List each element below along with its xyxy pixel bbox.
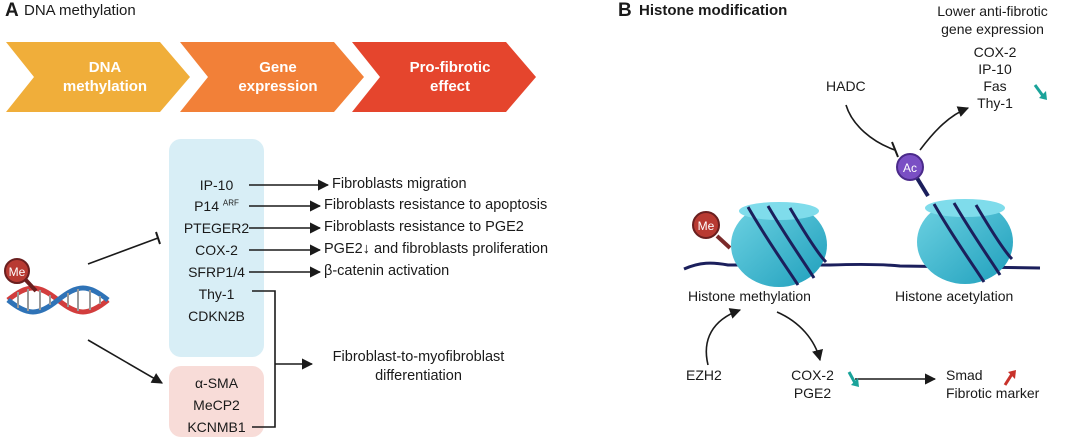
- flow-step-pro-fibrotic-effect: [352, 42, 536, 112]
- down-arrow-icon-cox2: [847, 371, 859, 387]
- flow-step-gene-expression: [180, 42, 364, 112]
- hadc-label: HADC: [826, 78, 866, 94]
- gene-p14: P14 ARF: [194, 198, 239, 214]
- methyl-group-icon-a: Me: [4, 258, 30, 284]
- lower-gene-list: COX-2 IP-10 Fas Thy-1: [973, 44, 1017, 111]
- effect-pge2-resistance: Fibroblasts resistance to PGE2: [324, 219, 524, 235]
- gene-cox2: COX-2: [195, 242, 238, 258]
- gene-cdkn2b: CDKN2B: [188, 308, 245, 324]
- acetyl-group-icon: Ac: [896, 153, 924, 181]
- svg-text:Ac: Ac: [903, 161, 917, 175]
- ezh2-label: EZH2: [686, 367, 722, 383]
- p14-superscript: ARF: [222, 198, 239, 208]
- nucleosome-methylated-icon: [715, 202, 828, 287]
- gene-pteger2: PTEGER2: [183, 220, 250, 236]
- effect-apoptosis-resistance: Fibroblasts resistance to apoptosis: [324, 197, 548, 213]
- gene-sfrp14: SFRP1/4: [188, 264, 245, 280]
- gene-mecp2: MeCP2: [193, 397, 240, 413]
- hypomethylated-genes-box: [169, 366, 264, 437]
- histone-acetylation-label: Histone acetylation: [895, 288, 1014, 304]
- panel-b-letter: B: [618, 0, 632, 21]
- gene-kcnmb1: KCNMB1: [187, 419, 246, 435]
- svg-text:Me: Me: [9, 265, 26, 279]
- panel-a-title: DNA methylation: [24, 2, 136, 19]
- flow-step-dna-methylation: [6, 42, 190, 112]
- gene-ip10: IP-10: [199, 177, 234, 193]
- effect-proliferation: PGE2↓ and fibroblasts proliferation: [324, 241, 549, 257]
- panel-b-title: Histone modification: [639, 2, 788, 19]
- effect-beta-catenin: β-catenin activation: [324, 263, 450, 279]
- svg-text:Me: Me: [698, 219, 715, 233]
- up-arrow-icon-fibrotic: [1003, 370, 1016, 386]
- methyl-group-icon-b: Me: [692, 211, 720, 239]
- dna-helix-icon: [6, 276, 110, 315]
- hypermethylated-genes-box: [169, 139, 264, 357]
- histone-methylation-label: Histone methylation: [688, 288, 811, 304]
- panel-a-letter: A: [5, 0, 19, 21]
- nucleosome-acetylated-icon: [915, 176, 1014, 284]
- gene-asma: α-SMA: [194, 375, 239, 391]
- gene-thy1: Thy-1: [198, 286, 235, 302]
- effect-migration: Fibroblasts migration: [332, 176, 467, 192]
- down-arrow-icon-lower-genes: [1033, 84, 1047, 100]
